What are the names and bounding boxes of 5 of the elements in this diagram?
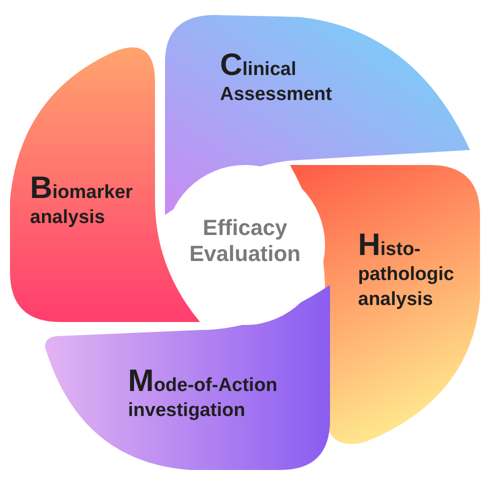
petal-label: Mode-of-Action investigation (128, 368, 278, 423)
petal-label: Histo-pathologic analysis (358, 232, 456, 312)
petal-label: Clinical Assessment (220, 52, 333, 107)
petal-label: Biomarker analysis (30, 175, 134, 230)
center-label: Efficacy Evaluation (188, 215, 302, 267)
